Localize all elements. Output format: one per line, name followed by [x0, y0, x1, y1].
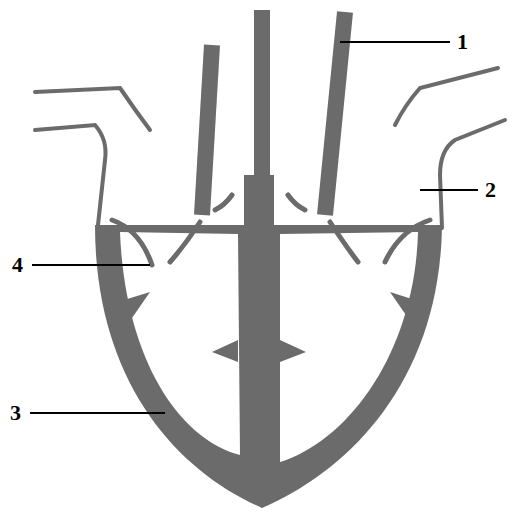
valve-flap — [112, 220, 152, 265]
callout-number: 1 — [457, 30, 468, 54]
valve-flap — [288, 195, 305, 210]
ventricle-wall — [95, 225, 442, 508]
vessel — [202, 45, 212, 215]
aorta — [254, 10, 270, 190]
vein-line — [395, 68, 498, 125]
papillary-muscle — [280, 340, 306, 362]
leader-line — [32, 264, 150, 266]
valve-flap — [385, 220, 430, 262]
septum — [244, 175, 274, 235]
valve-flap — [215, 195, 232, 210]
papillary-muscle — [390, 292, 415, 318]
callout-number: 2 — [485, 178, 496, 202]
valve-flap — [170, 222, 200, 262]
leader-line — [420, 189, 478, 191]
leader-line — [30, 412, 165, 414]
atrium-wall — [440, 120, 505, 228]
atrium-wall — [35, 125, 106, 225]
callout-number: 4 — [12, 253, 23, 277]
callout-number: 3 — [10, 401, 21, 425]
valve-flap — [330, 222, 358, 262]
leader-line — [340, 41, 450, 43]
left-ventricle-cavity — [280, 232, 418, 462]
papillary-muscle — [212, 340, 238, 362]
papillary-muscle — [124, 292, 150, 318]
